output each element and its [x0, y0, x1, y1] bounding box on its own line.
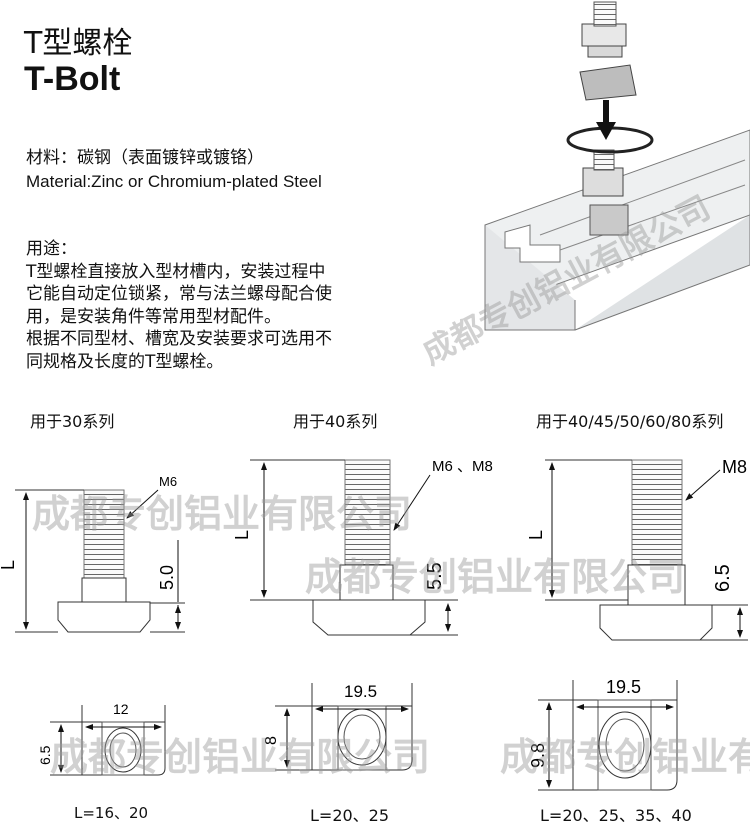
- bolt-top-view-40: [275, 683, 413, 771]
- material: 材料：碳钢（表面镀锌或镀铬） Material:Zinc or Chromium…: [26, 146, 322, 194]
- usage-line: T型螺栓直接放入型材槽内，安装过程中: [26, 261, 326, 282]
- usage-line: 根据不同型材、槽宽及安装要求可选用不: [26, 329, 332, 349]
- series-label-40: 用于40系列: [293, 412, 378, 431]
- head-height-30: 5.0: [157, 565, 177, 590]
- lengths-40: L=20、25: [310, 806, 390, 825]
- thread-label-80: M8: [722, 457, 747, 477]
- length-symbol-80: L: [526, 530, 546, 540]
- title-en: T-Bolt: [24, 60, 121, 98]
- usage: 用途： T型螺栓直接放入型材槽内，安装过程中 它能自动定位锁紧，常与法兰螺母配合…: [26, 238, 332, 373]
- bolt-top-view-80: [538, 680, 678, 791]
- bolt-side-view-80: [545, 459, 748, 641]
- thread-label-40: M6 、M8: [432, 458, 493, 475]
- watermark: 成都专创铝业有限公司: [50, 734, 430, 779]
- length-symbol-30: L: [0, 560, 18, 570]
- head-height-80: 6.5: [712, 564, 734, 592]
- material-en: Material:Zinc or Chromium-plated Steel: [26, 172, 322, 191]
- width-40: 19.5: [344, 682, 377, 701]
- head-height-40: 5.5: [424, 562, 446, 590]
- watermark: 成都专创铝业有限公司: [32, 491, 412, 536]
- material-cn: 材料：碳钢（表面镀锌或镀铬）: [26, 148, 264, 167]
- usage-heading: 用途：: [26, 239, 77, 259]
- title-cn: T型螺栓: [24, 26, 133, 61]
- width-80: 19.5: [606, 677, 641, 697]
- lengths-80: L=20、25、35、40: [540, 806, 692, 825]
- watermark: 成都专创铝业有限公司: [305, 554, 685, 599]
- watermark: 成都专创铝业有限公司: [500, 734, 750, 779]
- bolt-side-view-30: [15, 489, 185, 633]
- bolt-side-view-40: [250, 459, 458, 636]
- height-30: 6.5: [37, 745, 53, 765]
- usage-line: 用，是安装角件等常用型材配件。: [26, 306, 281, 327]
- bolt-top-view-30: [50, 705, 166, 776]
- thread-label-30: M6: [159, 474, 177, 489]
- height-40: 8: [263, 736, 280, 745]
- length-symbol-40: L: [232, 530, 252, 540]
- assembly-illustration: [484, 1, 750, 331]
- width-30: 12: [113, 701, 129, 717]
- lengths-30: L=16、20: [74, 804, 149, 822]
- series-label-80: 用于40/45/50/60/80系列: [536, 412, 724, 431]
- series-label-30: 用于30系列: [30, 412, 115, 431]
- usage-line: 同规格及长度的T型螺栓。: [26, 351, 224, 372]
- height-80: 9.8: [528, 743, 548, 768]
- usage-line: 它能自动定位锁紧，常与法兰螺母配合使: [26, 284, 332, 304]
